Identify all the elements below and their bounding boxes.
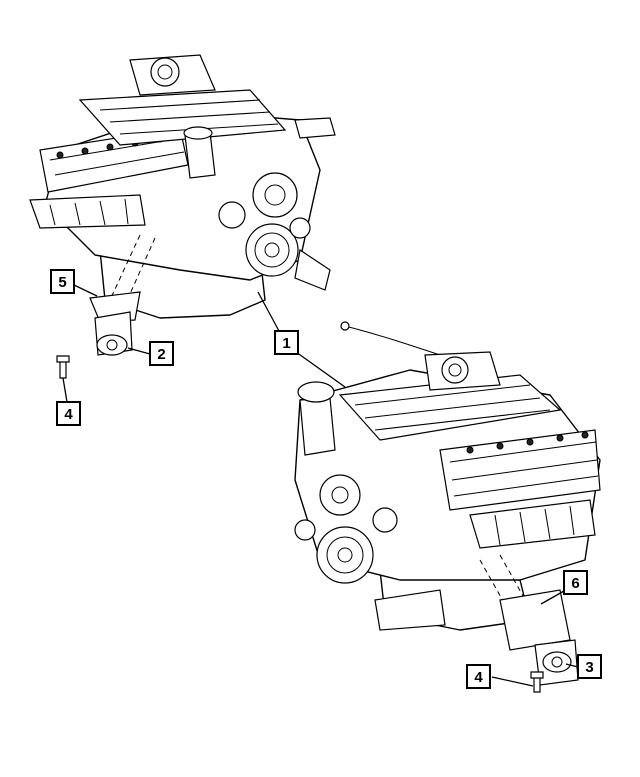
- engine-illustration-top: [29, 54, 336, 379]
- svg-text:6: 6: [571, 575, 579, 592]
- leader-1-bottom: [295, 351, 346, 388]
- leader-1-top: [257, 291, 280, 332]
- svg-text:2: 2: [157, 346, 165, 363]
- leader-4a: [62, 377, 68, 403]
- leader-6: [540, 590, 565, 605]
- leader-lines: [62, 284, 579, 687]
- callout-6: 6: [563, 570, 588, 595]
- leader-2: [127, 347, 151, 355]
- callout-4-bottom: 4: [466, 664, 491, 689]
- callout-3: 3: [577, 654, 602, 679]
- callout-1: 1: [274, 330, 299, 355]
- leader-4b: [491, 676, 534, 687]
- svg-text:5: 5: [58, 274, 66, 291]
- callout-5: 5: [50, 269, 75, 294]
- callout-4-top: 4: [56, 401, 81, 426]
- engine-illustration-bottom: [294, 321, 601, 693]
- svg-text:4: 4: [474, 669, 483, 686]
- svg-text:1: 1: [282, 335, 290, 352]
- leader-3: [565, 663, 579, 668]
- svg-text:4: 4: [64, 406, 73, 423]
- callout-2: 2: [149, 341, 174, 366]
- svg-text:3: 3: [585, 659, 593, 676]
- leader-5: [73, 284, 98, 297]
